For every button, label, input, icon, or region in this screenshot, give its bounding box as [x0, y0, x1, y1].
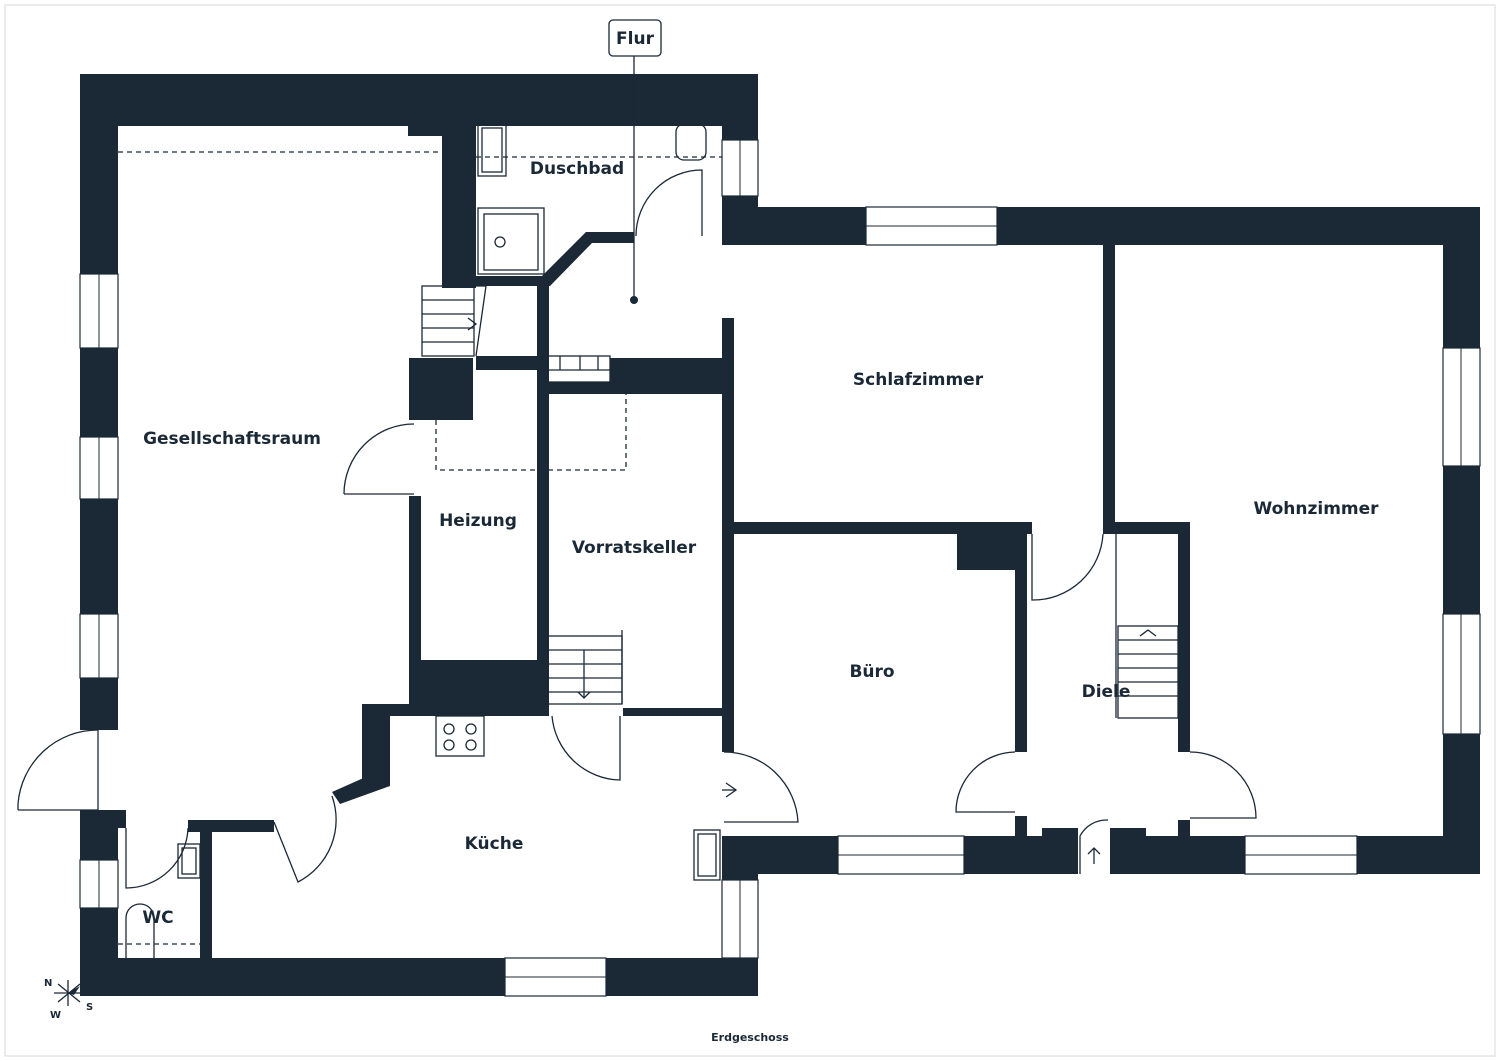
stove — [435, 715, 485, 757]
wall — [80, 958, 758, 996]
room-labels: Flur Duschbad Gesellschaftsraum Heizung … — [142, 29, 1379, 928]
shower — [477, 207, 545, 275]
doors — [17, 169, 1257, 889]
room-label-duschbad: Duschbad — [530, 159, 624, 179]
door — [343, 423, 415, 495]
wall — [80, 810, 126, 828]
wall — [1103, 522, 1189, 534]
wall — [734, 522, 1032, 534]
windows — [79, 139, 1481, 997]
wall — [362, 704, 548, 782]
stairs — [421, 285, 1179, 719]
stair — [1117, 625, 1179, 719]
washbasin — [477, 123, 507, 177]
dashed-outlines — [118, 151, 722, 945]
fixtures — [125, 123, 721, 958]
wall — [332, 776, 390, 804]
wall — [1015, 534, 1027, 752]
page-border — [4, 4, 1496, 1057]
level-caption: Erdgeschoss — [711, 1031, 789, 1044]
wall — [200, 820, 212, 960]
compass-west: W — [50, 1010, 61, 1021]
stair — [547, 355, 611, 383]
wall — [1103, 243, 1115, 527]
door — [955, 751, 1016, 813]
sink — [693, 829, 721, 881]
wall — [409, 358, 473, 420]
wc-basin — [177, 843, 201, 879]
room-label-kueche: Küche — [465, 834, 524, 854]
door — [1189, 751, 1257, 819]
wall — [1110, 828, 1146, 848]
door — [1031, 533, 1104, 601]
flur-marker-icon — [630, 296, 638, 304]
room-label-gesellschaftsraum: Gesellschaftsraum — [143, 429, 321, 449]
flur-callout — [608, 19, 662, 304]
door — [1079, 819, 1109, 874]
wall — [409, 496, 421, 714]
wall — [623, 708, 722, 716]
room-label-wohnzimmer: Wohnzimmer — [1253, 499, 1379, 519]
stair — [547, 635, 623, 705]
door — [125, 827, 189, 889]
door — [273, 795, 337, 883]
room-label-buero: Büro — [849, 662, 894, 682]
drain-icon — [494, 236, 506, 248]
door — [723, 751, 799, 823]
wall — [537, 286, 549, 714]
door — [635, 169, 703, 237]
room-label-vorratskeller: Vorratskeller — [572, 538, 697, 558]
wall — [722, 318, 734, 714]
flur-label-box — [608, 19, 662, 57]
compass-north: N — [44, 978, 52, 989]
wall — [1443, 207, 1480, 874]
wall — [476, 356, 548, 370]
wall — [722, 714, 734, 752]
wall — [1042, 828, 1078, 848]
room-label-diele: Diele — [1082, 682, 1131, 702]
arrow-up-icon — [1087, 847, 1101, 855]
wall — [610, 358, 722, 394]
door — [17, 729, 99, 810]
wc-toilet — [125, 903, 155, 958]
wall — [1178, 522, 1190, 752]
compass-rose: N S W — [44, 978, 93, 1021]
wall — [476, 110, 722, 112]
wall — [957, 534, 1019, 570]
room-label-wc: WC — [142, 908, 173, 928]
wall — [1015, 816, 1027, 836]
toilet — [675, 123, 707, 161]
room-label-schlafzimmer: Schlafzimmer — [853, 370, 984, 390]
wall — [476, 232, 634, 286]
door — [551, 715, 621, 781]
wall — [1178, 820, 1190, 836]
room-label-heizung: Heizung — [439, 511, 517, 531]
stair — [421, 285, 475, 357]
room-label-flur: Flur — [616, 29, 655, 49]
wall — [722, 207, 1480, 245]
wall — [442, 110, 476, 288]
compass-south: S — [86, 1002, 93, 1013]
